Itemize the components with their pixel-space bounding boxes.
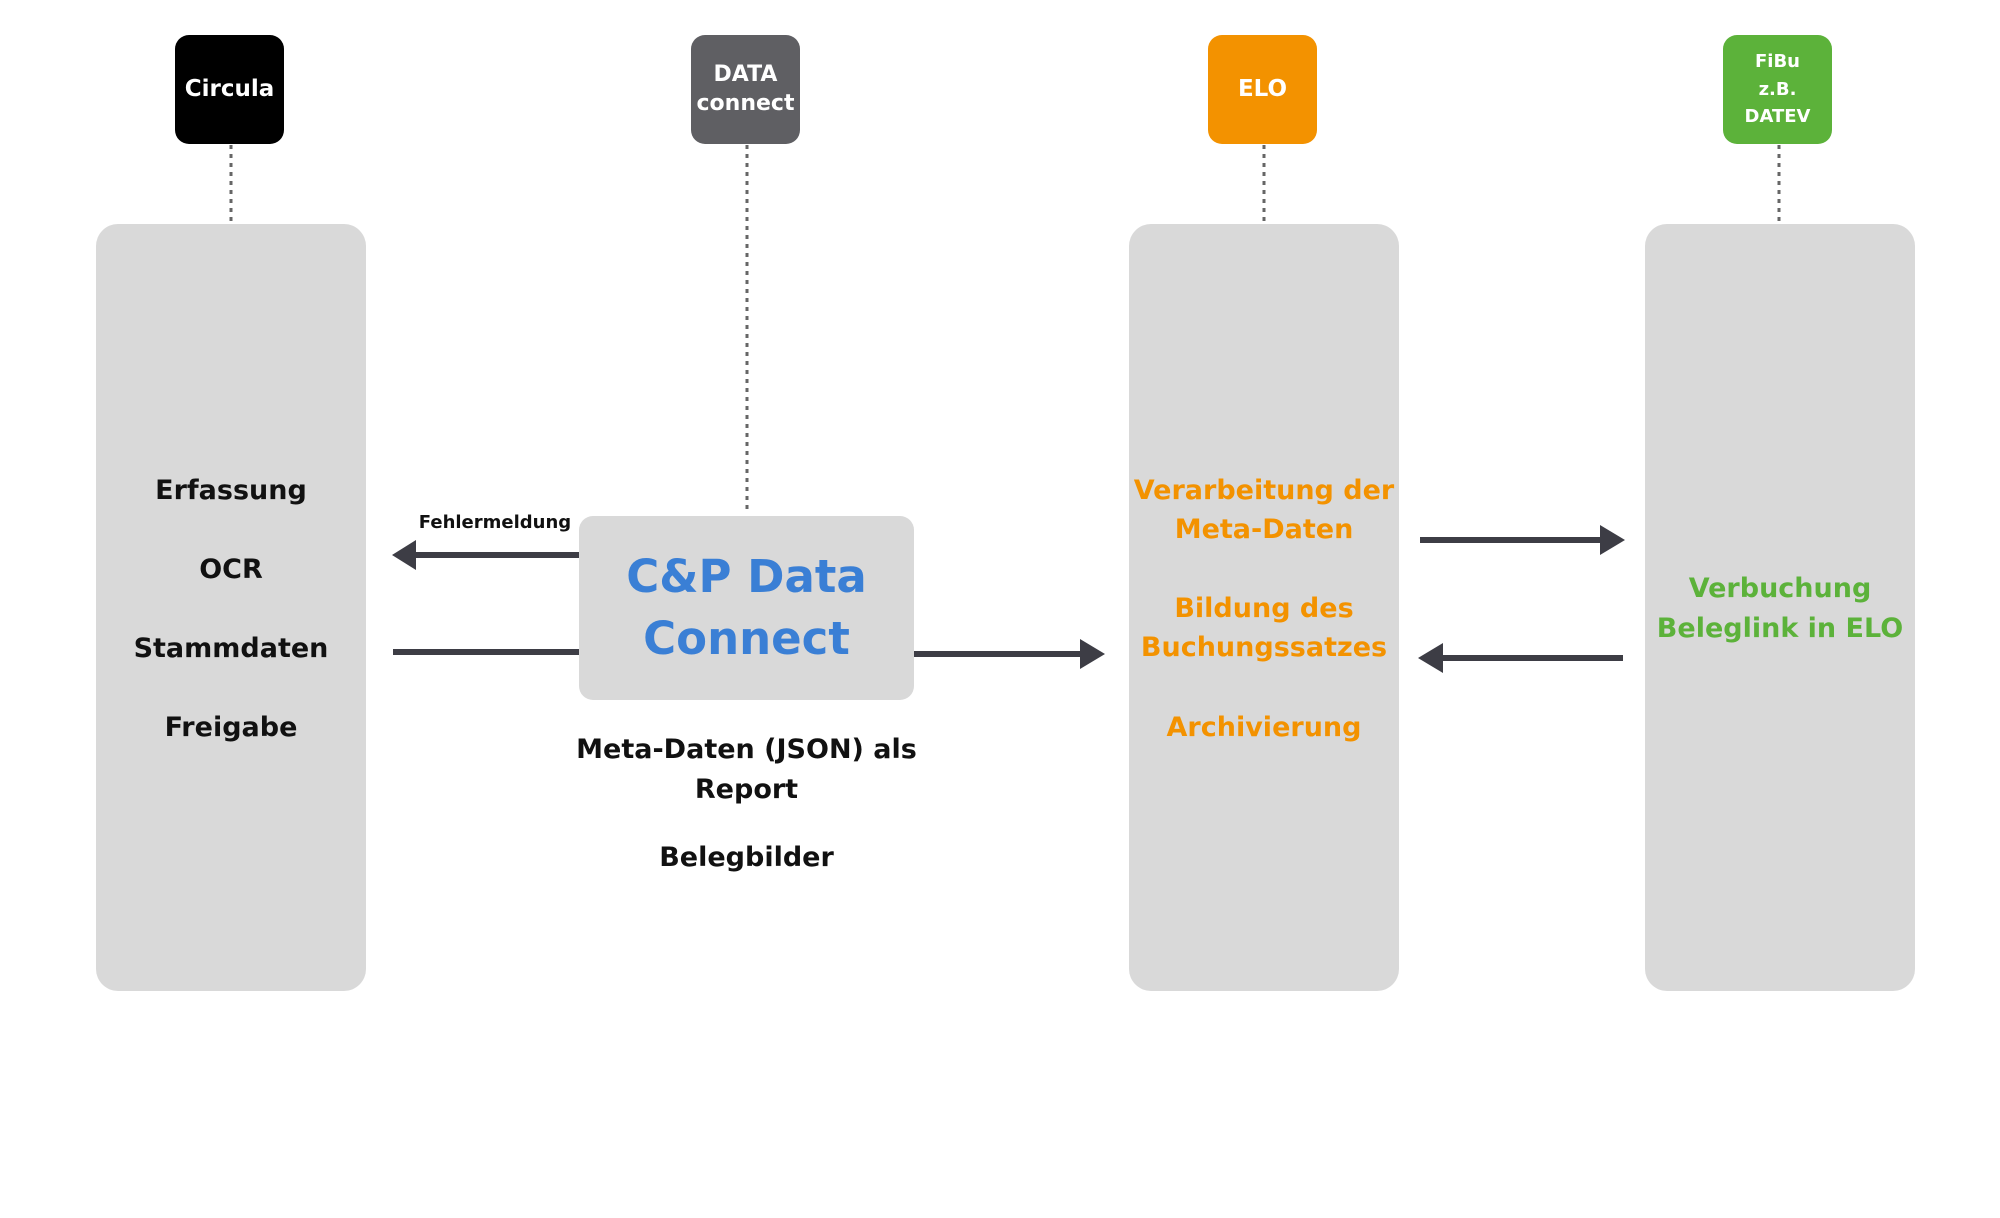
- elo-badge-label: ELO: [1237, 76, 1288, 103]
- data-badge-line-2: connect: [696, 90, 795, 116]
- data-badge-line-1: DATA: [713, 61, 778, 87]
- fibu-badge-line-2: z.B.: [1758, 78, 1797, 100]
- fibu-panel: Verbuchung Beleglink in ELO: [1645, 224, 1915, 991]
- error-message-label: Fehlermeldung: [418, 512, 572, 533]
- circula-panel: Erfassung OCR Stammdaten Freigabe: [96, 224, 366, 991]
- connector-note-line-1: Meta-Daten (JSON) als: [576, 734, 917, 765]
- circula-badge: Circula: [175, 35, 284, 144]
- fibu-badge-line-3: DATEV: [1744, 106, 1811, 128]
- connector-note-line-3: Belegbilder: [659, 842, 834, 873]
- elo-line-3: Bildung des: [1174, 593, 1354, 624]
- elo-badge: ELO: [1208, 35, 1317, 144]
- circula-badge-label: Circula: [184, 76, 275, 103]
- fibu-badge-line-1: FiBu: [1755, 50, 1800, 72]
- elo-panel: Verarbeitung der Meta-Daten Bildung des …: [1129, 224, 1399, 991]
- return-arrowhead-icon: [1418, 643, 1443, 673]
- elo-line-1: Verarbeitung der: [1133, 475, 1395, 506]
- connector-title-line-1: C&P Data: [626, 550, 867, 603]
- elo-line-4: Buchungssatzes: [1140, 632, 1388, 663]
- data-connect-badge: DATA connect: [691, 35, 800, 144]
- connector-note-line-2: Report: [694, 774, 799, 805]
- fibu-line-2: Beleglink in ELO: [1656, 613, 1904, 644]
- circula-item-freigabe: Freigabe: [164, 712, 298, 743]
- elo-line-2: Meta-Daten: [1174, 514, 1354, 545]
- elo-arrowhead-icon: [1080, 639, 1105, 669]
- fibu-arrowhead-icon: [1600, 525, 1625, 555]
- error-arrowhead-icon: [392, 540, 416, 570]
- circula-item-stammdaten: Stammdaten: [133, 633, 329, 664]
- circula-item-erfassung: Erfassung: [155, 475, 307, 506]
- cp-data-connect-box: C&P Data Connect: [579, 516, 914, 700]
- fibu-badge: FiBu z.B. DATEV: [1723, 35, 1832, 144]
- elo-line-5: Archivierung: [1166, 712, 1362, 743]
- connector-title-line-2: Connect: [643, 612, 850, 665]
- circula-item-ocr: OCR: [199, 554, 263, 585]
- fibu-line-1: Verbuchung: [1688, 573, 1872, 604]
